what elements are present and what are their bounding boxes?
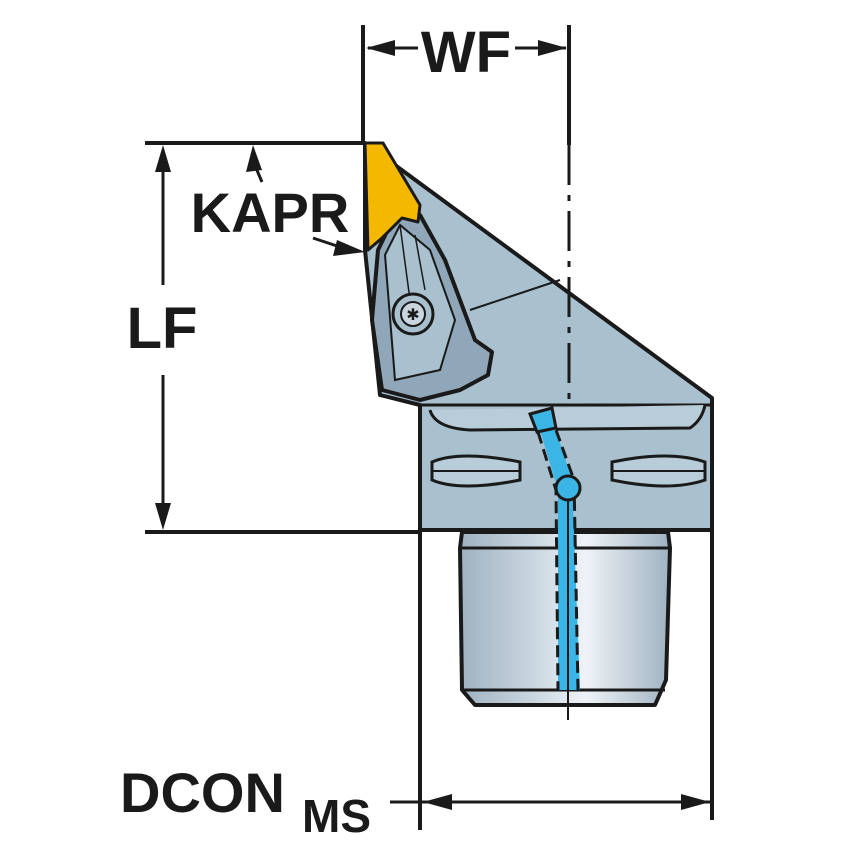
kapr-dimension: KAPR bbox=[191, 145, 365, 256]
dcon-dimension: DCON MS bbox=[120, 530, 714, 842]
kapr-label: KAPR bbox=[191, 181, 350, 244]
wf-label: WF bbox=[421, 20, 511, 85]
side-slots bbox=[430, 454, 707, 488]
lf-dimension: LF bbox=[127, 141, 420, 534]
cutting-insert bbox=[363, 141, 422, 252]
coolant-channel bbox=[527, 406, 582, 720]
dcon-label: DCON bbox=[120, 761, 285, 824]
lf-label: LF bbox=[127, 296, 198, 361]
dcon-subscript: MS bbox=[302, 790, 371, 842]
insert-clamp: ✱ bbox=[370, 213, 494, 402]
wf-dimension: WF bbox=[361, 20, 571, 145]
holder-head bbox=[363, 141, 714, 532]
torx-screw-icon: ✱ bbox=[406, 305, 419, 324]
